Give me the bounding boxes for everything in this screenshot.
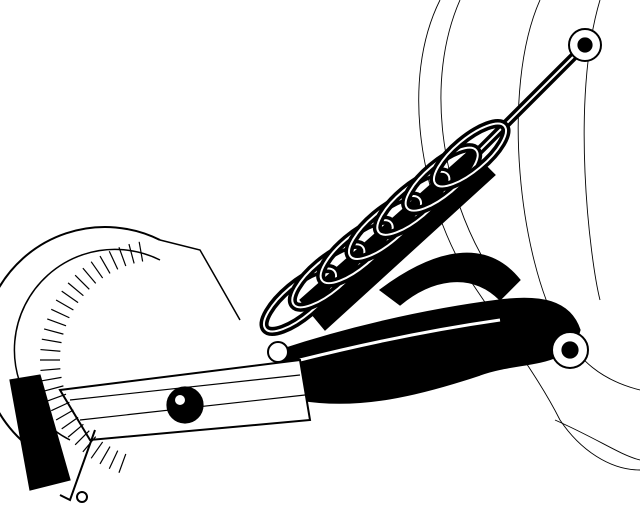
disc-tooth xyxy=(99,255,111,274)
disc-tooth xyxy=(61,290,79,304)
disc-tooth xyxy=(47,393,67,402)
spring-coil xyxy=(404,146,479,212)
disc-tooth xyxy=(40,348,61,352)
disc-tooth xyxy=(82,436,97,453)
disc-tooth xyxy=(40,368,61,372)
disc-tooth xyxy=(43,385,64,392)
wishbone-arm xyxy=(279,252,589,404)
shock-rod xyxy=(466,28,602,164)
disc-tooth xyxy=(50,401,70,412)
disc-tooth xyxy=(61,416,79,430)
fender-outline xyxy=(418,0,640,471)
disc-tooth xyxy=(67,282,84,297)
disc-tooth xyxy=(67,423,84,438)
spring-coil xyxy=(348,195,422,260)
disc-tooth xyxy=(108,250,119,270)
disc-tooth xyxy=(55,409,74,421)
disc-tooth xyxy=(118,453,127,473)
disc-tooth xyxy=(74,430,90,446)
disc-tooth xyxy=(47,318,67,327)
disc-tooth xyxy=(90,441,104,459)
disc-tooth xyxy=(138,241,144,262)
spring-coil xyxy=(291,243,366,309)
disc-tooth xyxy=(128,243,135,264)
brake-disc xyxy=(0,226,241,491)
spring-coil xyxy=(263,267,337,333)
disc-tooth xyxy=(82,267,97,284)
disc-tooth xyxy=(43,328,64,335)
disc-tooth xyxy=(50,308,70,319)
disc-tooth xyxy=(90,261,104,279)
disc-tooth xyxy=(99,446,111,465)
disc-tooth xyxy=(108,450,119,470)
spring-coil xyxy=(319,219,394,285)
coil-spring xyxy=(259,119,511,336)
disc-tooth xyxy=(118,247,127,267)
disc-tooth xyxy=(41,376,62,382)
disc-tooth xyxy=(74,274,90,290)
spring-coil xyxy=(433,122,507,188)
spring-coil xyxy=(376,170,451,236)
disc-tooth xyxy=(41,338,62,344)
disc-tooth xyxy=(55,299,74,311)
hub-carrier xyxy=(58,341,312,503)
